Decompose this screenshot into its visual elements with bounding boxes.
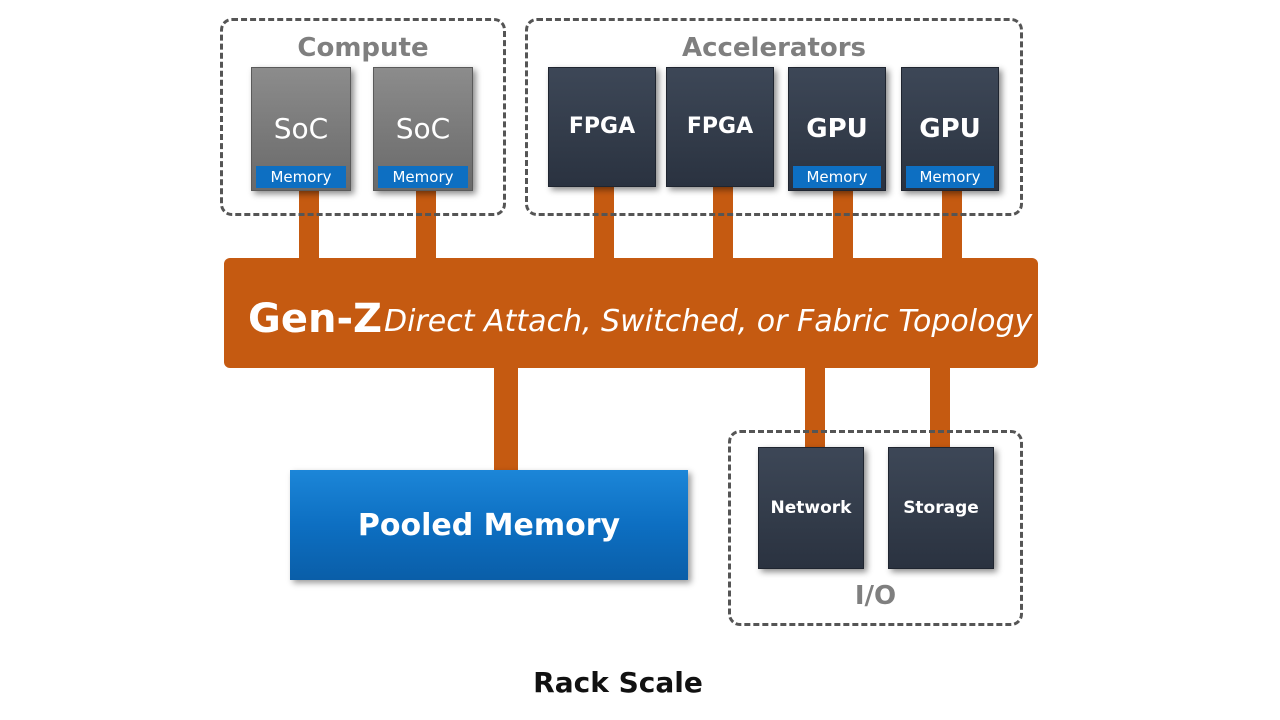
soc-memory-label: Memory bbox=[256, 166, 346, 188]
soc-memory-label: Memory bbox=[378, 166, 468, 188]
link-fpga1 bbox=[594, 186, 614, 260]
pooled-memory-label: Pooled Memory bbox=[357, 507, 621, 543]
link-gpu2 bbox=[942, 190, 962, 260]
bus-name: Gen-Z bbox=[248, 296, 383, 342]
link-soc2 bbox=[416, 190, 436, 260]
pooled-memory-block: Pooled Memory bbox=[290, 470, 688, 580]
link-storage bbox=[930, 366, 950, 450]
link-fpga2 bbox=[713, 186, 733, 260]
fpga-chip-label: FPGA bbox=[686, 114, 754, 139]
link-pooled-memory bbox=[494, 366, 518, 472]
soc-chip-1: SoC Memory bbox=[251, 67, 351, 191]
network-chip: Network bbox=[758, 447, 864, 569]
bus-description: Direct Attach, Switched, or Fabric Topol… bbox=[384, 304, 1033, 339]
storage-chip-label: Storage bbox=[903, 498, 979, 518]
accelerators-group: Accelerators bbox=[525, 18, 1023, 216]
gpu-memory-label: Memory bbox=[906, 166, 994, 188]
storage-chip: Storage bbox=[888, 447, 994, 569]
fpga-chip-2: FPGA bbox=[666, 67, 774, 187]
soc-chip-2: SoC Memory bbox=[373, 67, 473, 191]
network-chip-label: Network bbox=[770, 498, 852, 518]
soc-chip-label: SoC bbox=[395, 112, 451, 145]
gpu-chip-label: GPU bbox=[919, 114, 981, 144]
link-network bbox=[805, 366, 825, 450]
gpu-chip-1: GPU Memory bbox=[788, 67, 886, 191]
compute-group: Compute bbox=[220, 18, 506, 216]
fpga-chip-label: FPGA bbox=[568, 114, 636, 139]
gen-z-fabric-bus: Gen-Z Direct Attach, Switched, or Fabric… bbox=[224, 258, 1038, 368]
diagram-caption: Rack Scale bbox=[533, 666, 703, 699]
link-gpu1 bbox=[833, 190, 853, 260]
io-group: I/O bbox=[728, 430, 1023, 626]
soc-chip-label: SoC bbox=[273, 112, 329, 145]
fpga-chip-1: FPGA bbox=[548, 67, 656, 187]
compute-group-label: Compute bbox=[297, 33, 429, 63]
gpu-memory-label: Memory bbox=[793, 166, 881, 188]
io-group-label: I/O bbox=[854, 581, 897, 611]
gpu-chip-label: GPU bbox=[806, 114, 868, 144]
gpu-chip-2: GPU Memory bbox=[901, 67, 999, 191]
link-soc1 bbox=[299, 190, 319, 260]
accelerators-group-label: Accelerators bbox=[681, 33, 867, 63]
